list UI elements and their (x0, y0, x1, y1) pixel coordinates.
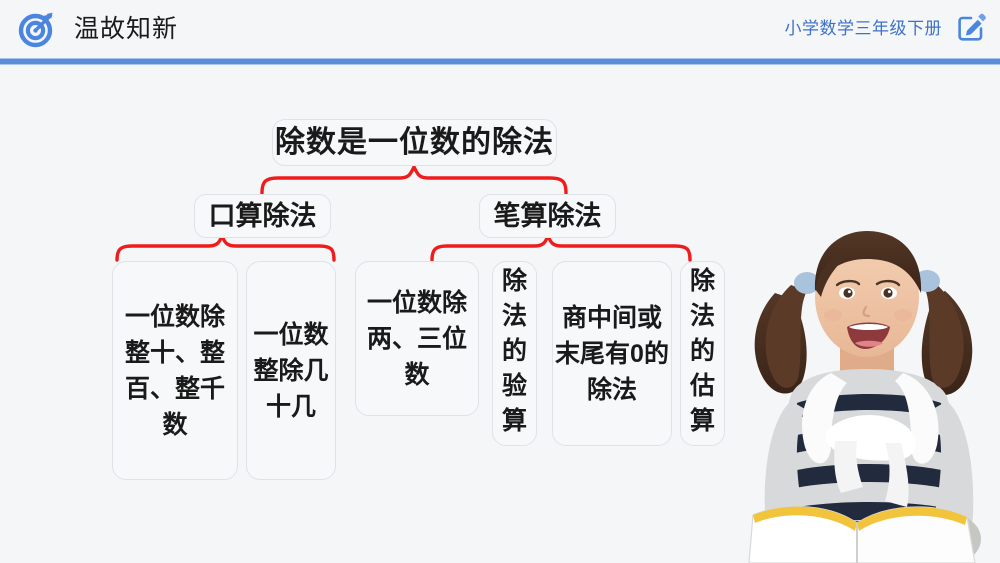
leaf-node-1[interactable]: 一位数除整十、整百、整千数 (112, 261, 238, 480)
leaf-node-6-label: 除法的估算 (689, 267, 715, 435)
page-header: 温故知新 小学数学三年级下册 (0, 0, 1000, 65)
node-oral-division-label: 口算除法 (208, 201, 317, 231)
node-oral-division[interactable]: 口算除法 (194, 194, 331, 238)
leaf-node-5-label: 商中间或末尾有0的除法 (555, 303, 669, 404)
leaf-node-5[interactable]: 商中间或末尾有0的除法 (552, 261, 672, 446)
leaf-node-4-label: 除法的验算 (501, 267, 527, 435)
leaf-node-6[interactable]: 除法的估算 (680, 261, 725, 446)
leaf-node-4[interactable]: 除法的验算 (492, 261, 537, 446)
node-root[interactable]: 除数是一位数的除法 (272, 119, 557, 166)
header-divider (0, 58, 1000, 65)
page-title: 温故知新 (74, 15, 179, 43)
smiling-girl-reading-book-photo (735, 223, 1000, 563)
node-root-label: 除数是一位数的除法 (275, 125, 554, 159)
leaf-node-3[interactable]: 一位数除两、三位数 (355, 261, 479, 416)
edit-pencil-icon[interactable] (955, 11, 987, 43)
leaf-node-2-label: 一位数整除几十几 (253, 320, 329, 421)
node-written-division[interactable]: 笔算除法 (479, 194, 616, 238)
leaf-node-2[interactable]: 一位数整除几十几 (246, 261, 336, 480)
node-written-division-label: 笔算除法 (493, 201, 602, 231)
leaf-node-3-label: 一位数除两、三位数 (366, 288, 467, 389)
mind-map-diagram: 除数是一位数的除法 口算除法 笔算除法 一位数除整十、整百、整千数 一位数整除几… (0, 66, 1000, 563)
target-icon (17, 9, 57, 49)
subject-label: 小学数学三年级下册 (784, 19, 942, 38)
leaf-node-1-label: 一位数除整十、整百、整千数 (124, 302, 225, 439)
